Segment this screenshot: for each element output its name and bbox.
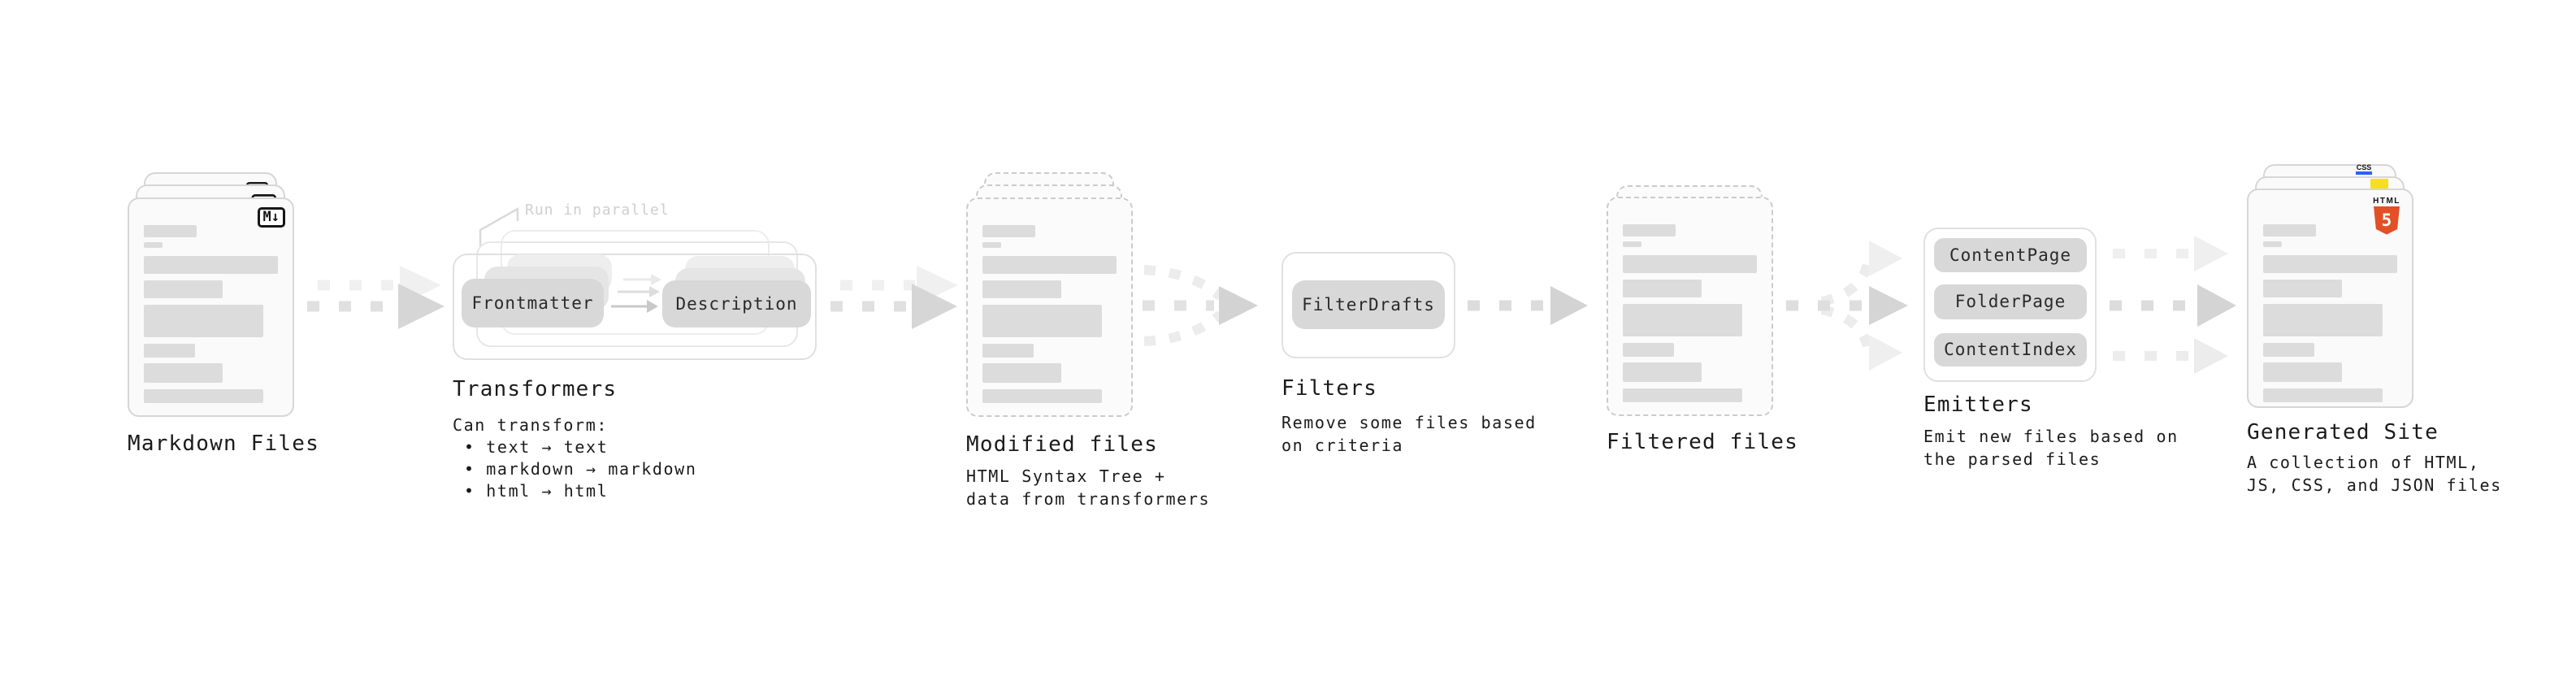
transformer-box-front [453, 254, 817, 360]
description-line: HTML Syntax Tree + [966, 466, 1166, 486]
description-line: Emit new files based on [1923, 427, 2179, 446]
text-placeholder-bar [144, 256, 278, 274]
text-placeholder-bar [1623, 224, 1676, 236]
transform-bullet: • html → html [464, 481, 609, 501]
transform-bullet: • markdown → markdown [464, 459, 697, 479]
description-line: A collection of HTML, [2247, 453, 2480, 472]
text-placeholder-bar [144, 389, 263, 403]
modified-files-description: HTML Syntax Tree + data from transformer… [966, 465, 1210, 510]
text-placeholder-bar [1623, 280, 1702, 297]
text-placeholder-bar [982, 305, 1102, 337]
flow-arrow-markdown-to-transformers-icon [307, 284, 445, 329]
markdown-icon: M↓ [257, 207, 285, 228]
javascript-icon [2370, 179, 2388, 189]
text-placeholder-bar [2263, 343, 2314, 357]
text-placeholder-bar [1623, 343, 1674, 357]
flow-arrow-emitters-to-site-top-icon [2113, 236, 2228, 271]
emitter-pill: FolderPage [1934, 284, 2087, 319]
text-placeholder-bar [2263, 241, 2282, 247]
description-line: Remove some files based [1281, 413, 1537, 432]
text-placeholder-bar [2263, 388, 2383, 402]
stage-title-markdown-files: Markdown Files [128, 432, 319, 456]
html5-icon-shield: 5 [2374, 206, 2400, 235]
filtered-file-page-front [1607, 197, 1773, 416]
text-placeholder-bar [2263, 304, 2383, 336]
text-placeholder-bar [1623, 241, 1641, 247]
description-line: on criteria [1281, 436, 1404, 455]
generated-site-description: A collection of HTML, JS, CSS, and JSON … [2247, 451, 2502, 497]
emitters-description: Emit new files based on the parsed files [1923, 425, 2179, 471]
description-line: JS, CSS, and JSON files [2247, 475, 2502, 495]
transform-bullet: • text → text [464, 437, 609, 457]
emitter-pill: ContentIndex [1934, 333, 2087, 367]
stage-title-generated-site: Generated Site [2247, 420, 2439, 445]
text-placeholder-bar [982, 242, 1001, 248]
transformers-description: Can transform: • text → text • markdown … [453, 414, 696, 502]
text-placeholder-bar [982, 225, 1035, 237]
text-placeholder-bar [982, 363, 1061, 383]
site-file-page-front: HTML 5 [2247, 189, 2413, 408]
description-line: the parsed files [1923, 449, 2101, 469]
flow-arrow-emitters-to-site-bottom-icon [2113, 338, 2228, 374]
flow-arrow-transformers-to-modified-ghost-icon [840, 266, 958, 305]
text-placeholder-bar [144, 305, 263, 337]
transformer-output-pill: Description [662, 280, 811, 327]
css-icon-word: CSS [2356, 163, 2372, 171]
flow-arrow-filters-to-filtered-icon [1468, 286, 1588, 325]
text-placeholder-bar [982, 344, 1034, 358]
text-placeholder-bar [144, 225, 197, 237]
text-placeholder-bar [1623, 255, 1757, 273]
run-in-parallel-annotation: Run in parallel [525, 202, 670, 219]
text-placeholder-bar [144, 242, 163, 248]
text-placeholder-bar [2263, 362, 2342, 382]
html5-icon: HTML 5 [2370, 197, 2403, 235]
text-placeholder-bar [982, 280, 1061, 298]
markdown-file-page-front: M↓ [128, 197, 294, 417]
flow-arrow-modified-to-filters-icon [1143, 265, 1258, 346]
text-placeholder-bar [1623, 362, 1702, 382]
transformer-input-pill: Frontmatter [462, 279, 604, 327]
flow-arrow-emitters-to-site-middle-icon [2110, 284, 2236, 327]
stage-title-filtered-files: Filtered files [1607, 430, 1798, 454]
flow-arrow-transformers-to-modified-icon [830, 284, 957, 329]
flow-arrow-filtered-to-emitters-icon [1786, 241, 1908, 371]
text-placeholder-bar [2263, 280, 2342, 297]
html5-icon-word: HTML [2373, 197, 2400, 206]
emitter-pill: ContentPage [1934, 238, 2087, 272]
can-transform-heading: Can transform: [453, 415, 608, 435]
filters-description: Remove some files based on criteria [1281, 411, 1537, 457]
stage-title-emitters: Emitters [1923, 393, 2033, 417]
css-icon: CSS [2355, 164, 2373, 175]
stage-title-transformers: Transformers [453, 377, 618, 401]
stage-title-filters: Filters [1281, 376, 1377, 401]
filter-pill: FilterDrafts [1292, 280, 1445, 329]
text-placeholder-bar [144, 280, 223, 298]
text-placeholder-bar [1623, 388, 1742, 402]
stage-title-modified-files: Modified files [966, 432, 1158, 457]
text-placeholder-bar [982, 256, 1117, 274]
text-placeholder-bar [2263, 224, 2316, 236]
description-line: data from transformers [966, 489, 1211, 509]
flow-arrow-markdown-to-transformers-ghost-icon [318, 266, 441, 305]
text-placeholder-bar [144, 363, 223, 383]
text-placeholder-bar [144, 344, 195, 358]
text-placeholder-bar [982, 389, 1102, 403]
text-placeholder-bar [1623, 304, 1742, 336]
css-icon-bar [2356, 171, 2372, 175]
text-placeholder-bar [2263, 255, 2397, 273]
modified-file-page-front [966, 197, 1133, 417]
